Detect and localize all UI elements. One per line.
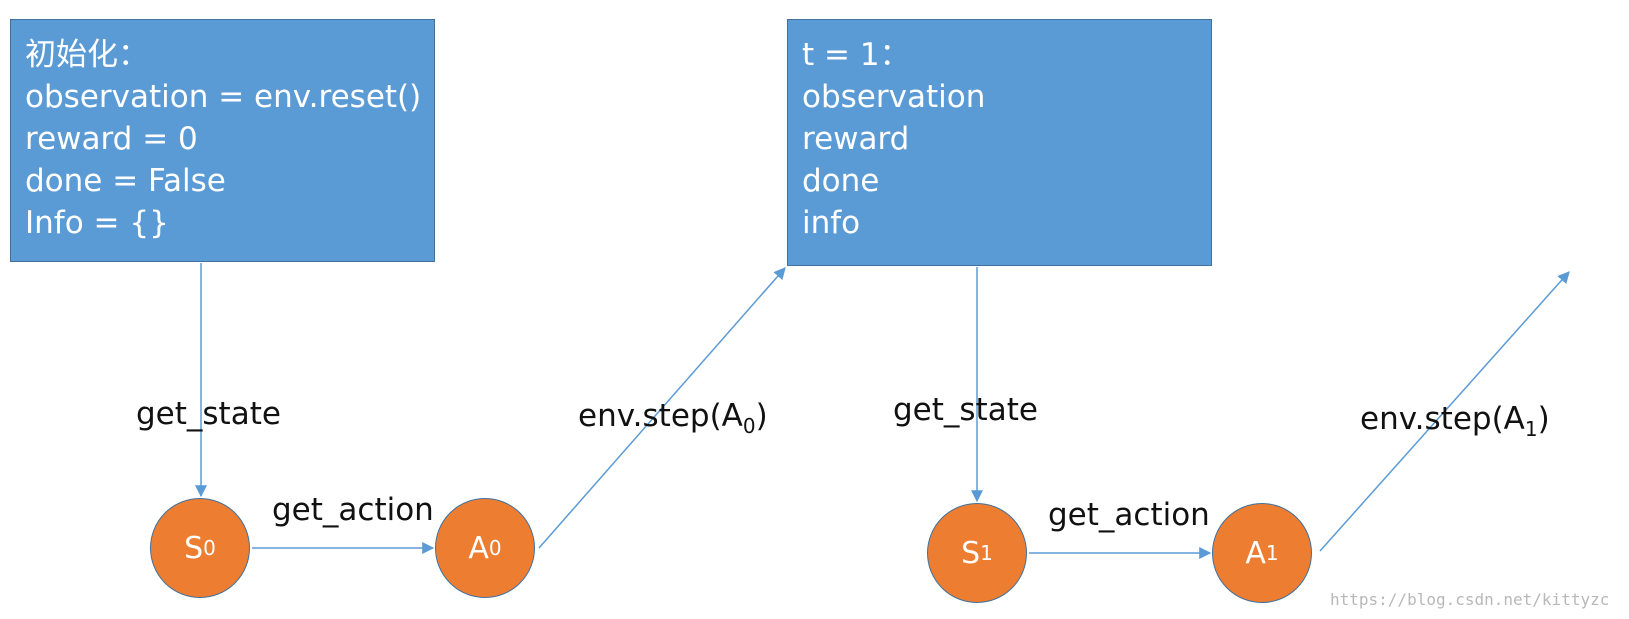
init-box: 初始化： observation = env.reset() reward = … bbox=[10, 19, 435, 262]
t1-box: t = 1： observation reward done info bbox=[787, 19, 1212, 266]
edge-label-env-step: env.step(A1) bbox=[1360, 401, 1550, 447]
edge-label-get-action: get_action bbox=[272, 492, 434, 528]
watermark-url: https://blog.csdn.net/kittyzc bbox=[1330, 590, 1610, 609]
env-step-prefix: env.step(A bbox=[1360, 401, 1525, 437]
node-letter: A bbox=[468, 530, 489, 566]
node-index: 0 bbox=[488, 536, 502, 560]
t1-box-line: info bbox=[802, 205, 861, 241]
node-letter: A bbox=[1245, 535, 1266, 571]
init-box-line: 初始化： bbox=[25, 37, 149, 73]
arrow-a0-to-t1 bbox=[538, 267, 786, 549]
env-step-suffix: ) bbox=[1537, 401, 1550, 437]
t1-box-line: t = 1： bbox=[802, 37, 911, 73]
init-box-line: done = False bbox=[25, 163, 226, 199]
node-index: 1 bbox=[980, 541, 993, 565]
t1-box-line: done bbox=[802, 163, 880, 199]
env-step-prefix: env.step(A bbox=[578, 398, 743, 434]
init-box-line: reward = 0 bbox=[25, 121, 198, 157]
env-step-index: 0 bbox=[742, 414, 756, 438]
node-letter: S bbox=[961, 535, 981, 571]
init-box-line: Info = {} bbox=[25, 205, 169, 241]
edge-label-env-step: env.step(A0) bbox=[578, 398, 768, 444]
node-letter: S bbox=[184, 530, 204, 566]
init-box-line: observation = env.reset() bbox=[25, 79, 422, 115]
arrow-a1-to-next bbox=[1319, 271, 1570, 552]
edge-label-get-state: get_state bbox=[136, 396, 281, 432]
env-step-suffix: ) bbox=[755, 398, 768, 434]
node-index: 0 bbox=[203, 536, 216, 560]
node-index: 1 bbox=[1265, 541, 1279, 565]
t1-box-line: reward bbox=[802, 121, 910, 157]
edge-label-get-state: get_state bbox=[893, 392, 1038, 428]
env-step-index: 1 bbox=[1524, 417, 1538, 441]
t1-box-line: observation bbox=[802, 79, 986, 115]
edge-label-get-action: get_action bbox=[1048, 497, 1210, 533]
